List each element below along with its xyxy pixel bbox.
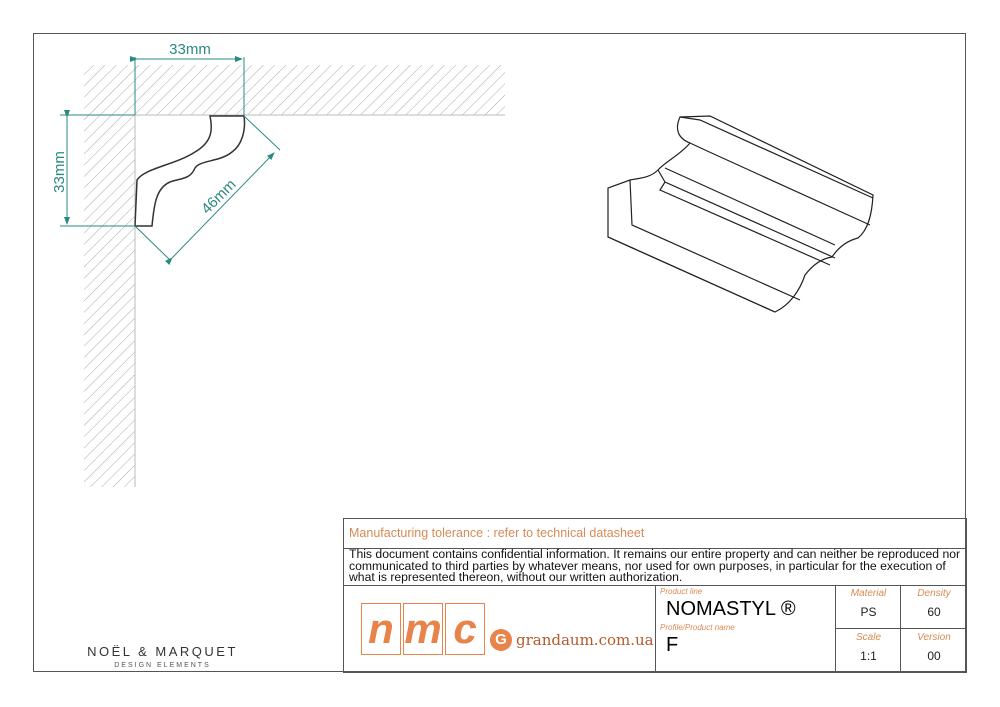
- nmc-letter: m: [403, 603, 443, 655]
- height-dimension: 33mm: [51, 151, 68, 193]
- product-line-label: Product line: [660, 587, 703, 596]
- brand-subtitle: DESIGN ELEMENTS: [114, 662, 211, 669]
- tolerance-note: Manufacturing tolerance : refer to techn…: [343, 518, 967, 549]
- nmc-letter: n: [361, 603, 401, 655]
- profile-3d-view: [607, 115, 874, 313]
- confidentiality-note: This document contains confidential info…: [343, 548, 967, 586]
- grandaum-logo-icon: G: [490, 629, 512, 651]
- grandaum-url: grandaum.com.ua: [516, 631, 654, 649]
- material-value: PS: [860, 605, 877, 619]
- product-name-label: Profile/Product name: [660, 623, 735, 632]
- product-line: NOMASTYL ®: [666, 598, 796, 620]
- scale-label: Scale: [855, 632, 881, 643]
- noel-marquet-logo: NOËL & MARQUET DESIGN ELEMENTS: [80, 644, 245, 669]
- dimension-lines: [60, 56, 281, 266]
- material-label: Material: [850, 588, 887, 599]
- version-label: Version: [917, 632, 951, 643]
- width-dimension: 33mm: [169, 41, 211, 58]
- brand-name: NOËL & MARQUET: [87, 644, 238, 659]
- nmc-letter: c: [445, 603, 485, 655]
- scale-value: 1:1: [860, 649, 877, 663]
- title-block: n m c G grandaum.com.ua Product line NOM…: [343, 585, 967, 673]
- version-value: 00: [927, 649, 941, 663]
- density-label: Density: [917, 588, 951, 599]
- product-name: F: [666, 634, 679, 656]
- sheet-frame: [33, 33, 966, 672]
- density-value: 60: [927, 605, 941, 619]
- wall-hatching: [84, 65, 505, 487]
